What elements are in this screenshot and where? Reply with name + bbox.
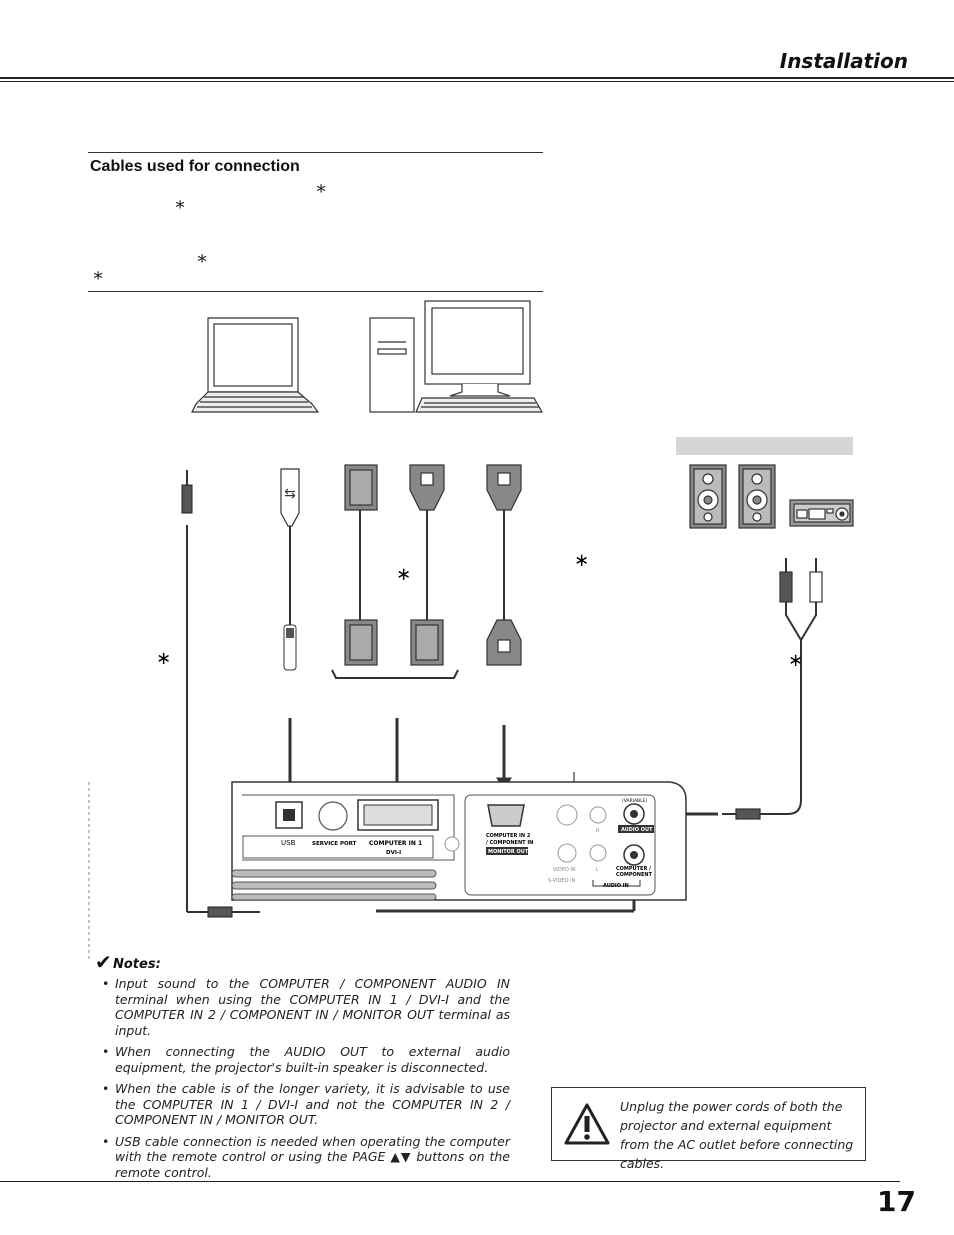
audio-out-label: AUDIO OUT: [621, 827, 653, 833]
video-in-label: VIDEO IN: [553, 867, 576, 873]
asterisk-mark: ∗: [156, 648, 171, 669]
s-video-in-label: S-VIDEO IN: [548, 878, 576, 884]
component-in-label: / COMPONENT IN: [486, 840, 533, 846]
projector-terminal-panel: [88, 781, 687, 960]
speaker-icon: [738, 464, 776, 529]
computer-component-label: COMPUTER /: [616, 866, 651, 872]
variable-label: (VARIABLE): [622, 798, 648, 804]
list-item: USB cable connection is needed when oper…: [100, 1134, 510, 1181]
notes-title: Notes:: [113, 957, 161, 972]
cable-bracket: [331, 669, 459, 679]
component-label: COMPONENT: [616, 872, 653, 878]
page-number: 17: [877, 1185, 916, 1218]
audio-equipment-label-bar: [676, 437, 853, 455]
vga-cable: [486, 464, 522, 666]
warning-text: Unplug the power cords of both the proje…: [620, 1099, 854, 1171]
usb-terminal-label: USB: [281, 839, 296, 847]
monitor-out-label: MONITOR OUT: [488, 849, 529, 855]
asterisk-mark: ∗: [396, 564, 411, 585]
section-title: Installation: [779, 49, 908, 73]
cables-title: Cables used for connection: [90, 158, 300, 175]
dvi-i-label: DVI-I: [386, 850, 401, 856]
desktop-computer-icon: [369, 300, 544, 413]
footer-rule: [0, 1181, 900, 1182]
computer-in-1-label: COMPUTER IN 1: [369, 840, 422, 847]
cables-box: Cables used for connection ∗ ∗ ∗ ∗: [88, 152, 543, 292]
usb-cable: ⇆: [280, 468, 300, 671]
computer-in-2-label: COMPUTER IN 2: [486, 833, 531, 839]
asterisk-mark: ∗: [174, 194, 187, 215]
r-label: R: [596, 828, 600, 834]
list-item: When the cable is of the longer variety,…: [100, 1081, 510, 1128]
asterisk-mark: ∗: [196, 248, 209, 269]
amplifier-icon: [789, 499, 854, 527]
check-icon: ✔: [95, 950, 112, 974]
speaker-icon: [689, 464, 727, 529]
header-rule: [0, 77, 954, 79]
l-label: L: [596, 867, 599, 873]
list-item: When connecting the AUDIO OUT to externa…: [100, 1044, 510, 1075]
asterisk-mark: ∗: [315, 178, 328, 199]
warning-icon: [564, 1103, 610, 1145]
warning-box: Unplug the power cords of both the proje…: [551, 1087, 866, 1171]
list-item: Input sound to the COMPUTER / COMPONENT …: [100, 976, 510, 1038]
rca-audio-cable: [722, 558, 823, 820]
header-rule-thin: [0, 81, 954, 82]
asterisk-mark: ∗: [788, 650, 803, 671]
audio-cable: [181, 470, 260, 918]
dvi-vga-cable: [344, 464, 378, 666]
audio-in-label: AUDIO IN: [603, 883, 629, 889]
service-port-label: SERVICE PORT: [312, 841, 357, 847]
notes-list: Input sound to the COMPUTER / COMPONENT …: [100, 976, 510, 1186]
asterisk-mark: ∗: [574, 550, 589, 571]
laptop-icon: [191, 317, 320, 413]
dvi-cable: [409, 464, 445, 666]
usb-icon: ⇆: [284, 486, 296, 502]
asterisk-mark: ∗: [92, 265, 105, 286]
